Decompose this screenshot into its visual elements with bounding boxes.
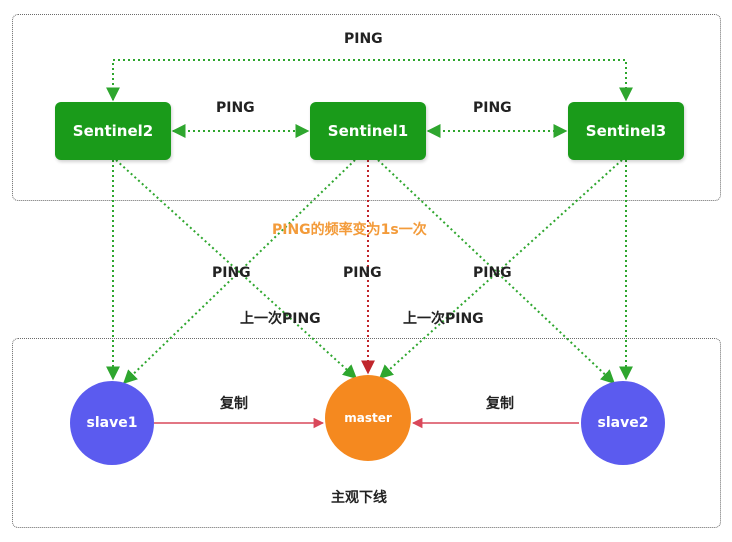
redis-group-region (12, 338, 721, 528)
ping-left-label: PING (216, 100, 255, 116)
ping-right-label: PING (473, 100, 512, 116)
ping-diagonal-left-label: PING (212, 265, 251, 281)
replicate-right-label: 复制 (486, 396, 514, 412)
sentinel2-node: Sentinel2 (55, 102, 171, 160)
edge-ping-sentinel3-master (378, 159, 623, 379)
last-ping-left-label: 上一次PING (240, 311, 321, 327)
sentinel-group-region (12, 14, 721, 201)
ping-middle-label: PING (343, 265, 382, 281)
sentinel1-node: Sentinel1 (310, 102, 426, 160)
edge-ping-sentinel2-master (115, 159, 358, 379)
master-node: master (325, 375, 411, 461)
last-ping-right-label: 上一次PING (403, 311, 484, 327)
ping-diagonal-right-label: PING (473, 265, 512, 281)
edge-ping-sentinel2-sentinel3 (106, 59, 633, 102)
ping-frequency-label: PING的频率变为1s一次 (272, 222, 427, 238)
slave1-node: slave1 (70, 381, 154, 465)
subjective-down-label: 主观下线 (331, 490, 387, 506)
slave2-node: slave2 (581, 381, 665, 465)
replicate-left-label: 复制 (220, 396, 248, 412)
edge-ping-sentinel1-slave2 (377, 159, 616, 384)
ping-top-label: PING (344, 31, 383, 47)
sentinel3-node: Sentinel3 (568, 102, 684, 160)
